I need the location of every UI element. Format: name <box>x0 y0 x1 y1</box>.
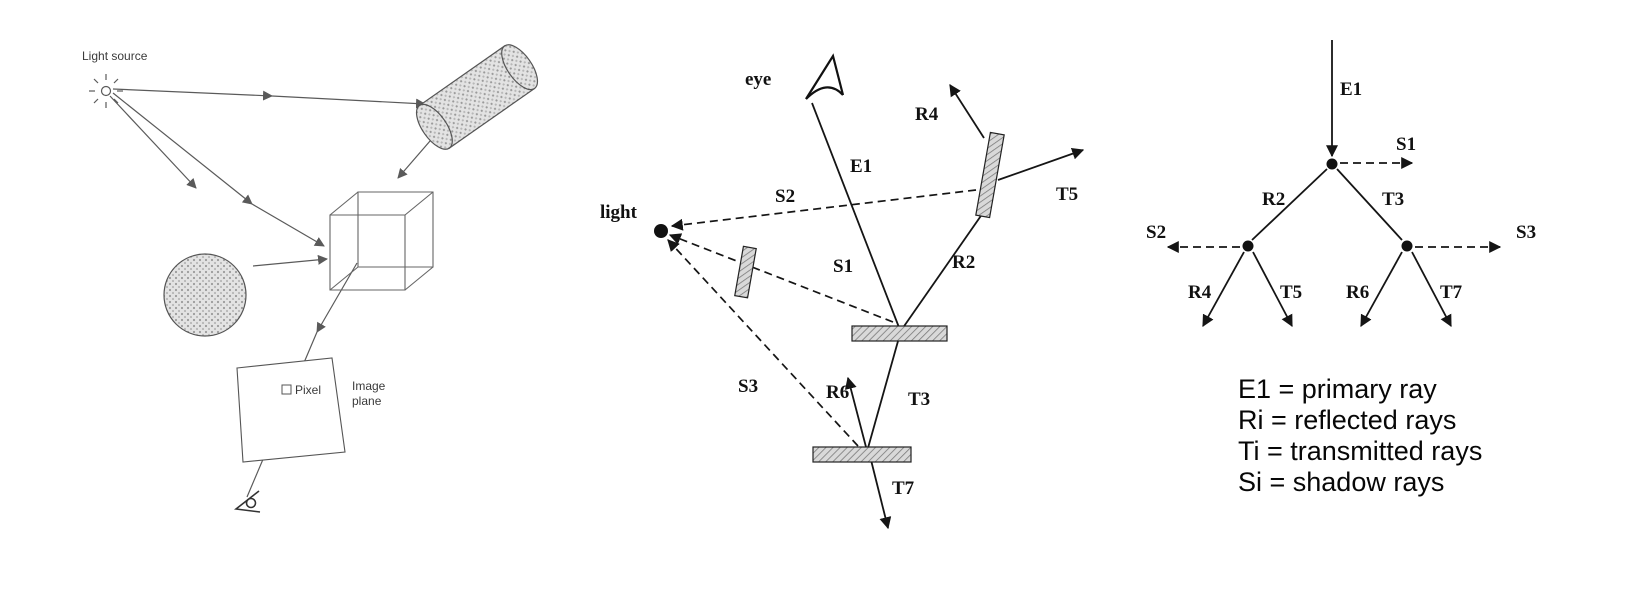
surface-1 <box>851 325 948 342</box>
surface-2 <box>812 446 912 463</box>
image-plane-label-line1: Image <box>352 379 386 393</box>
tree-label-r2: R2 <box>1262 189 1285 210</box>
ray-light-to-cylinder-b <box>271 95 426 109</box>
ray-s1 <box>668 233 894 323</box>
pixel-square <box>281 384 292 395</box>
sphere <box>163 253 247 337</box>
ray-light-to-cylinder-a <box>112 88 273 101</box>
label-s2: S2 <box>775 186 795 207</box>
ray-e1 <box>811 102 901 331</box>
ray-tree-panel: E1 S1 R2 T3 S2 S3 R4 T5 R6 T7 E1 = prima… <box>1146 40 1536 497</box>
scene-panel: Light source <box>82 44 539 513</box>
ray-light-to-cube-a <box>112 92 253 205</box>
tree-edge-t3 <box>1336 168 1403 241</box>
ray-t3 <box>867 333 901 449</box>
tree-node-left <box>1242 240 1254 252</box>
ray-r2 <box>899 209 986 333</box>
legend-line-transmitted: Ti = transmitted rays <box>1238 436 1482 466</box>
ray-sphere-to-cube <box>252 254 328 267</box>
legend-line-primary: E1 = primary ray <box>1238 374 1437 404</box>
light-label: light <box>600 202 638 223</box>
ray-diagram-panel: eye light E1 S2 S1 S3 R2 R4 T5 T3 <box>600 53 1085 530</box>
tree-edge-t5 <box>1252 251 1293 328</box>
label-r2: R2 <box>952 252 975 273</box>
viewer-eye-icon <box>233 490 261 513</box>
tree-node-root <box>1326 158 1338 170</box>
ray-s3 <box>667 239 859 447</box>
light-source-icon <box>89 74 123 108</box>
label-t3: T3 <box>908 389 930 410</box>
tree-edge-r4 <box>1202 251 1245 328</box>
light-source-label: Light source <box>82 49 148 63</box>
cube <box>329 191 434 291</box>
legend-line-reflected: Ri = reflected rays <box>1238 405 1456 435</box>
tree-label-r4: R4 <box>1188 282 1212 303</box>
tree-label-s1: S1 <box>1396 134 1416 155</box>
eye-icon <box>805 53 845 100</box>
ray-light-to-sphere <box>109 95 197 189</box>
label-e1: E1 <box>850 156 872 177</box>
tree-edge-r2 <box>1251 168 1328 241</box>
tree-node-right <box>1401 240 1413 252</box>
tree-label-e1: E1 <box>1340 79 1362 100</box>
ray-t5 <box>997 147 1085 181</box>
legend-line-shadow: Si = shadow rays <box>1238 467 1444 497</box>
ray-r6 <box>844 376 867 448</box>
light-point <box>654 224 668 238</box>
ray-light-to-cube-b <box>251 203 325 247</box>
ray-t7 <box>868 451 892 530</box>
tree-label-t5: T5 <box>1280 282 1302 303</box>
surface-3 <box>975 131 1005 219</box>
label-t7: T7 <box>892 478 915 499</box>
eye-label: eye <box>745 69 771 90</box>
tree-label-t3: T3 <box>1382 189 1404 210</box>
label-r4: R4 <box>915 104 939 125</box>
label-s3: S3 <box>738 376 758 397</box>
image-plane: Pixel Image plane <box>236 357 386 463</box>
legend: E1 = primary ray Ri = reflected rays Ti … <box>1238 374 1482 497</box>
label-r6: R6 <box>826 382 849 403</box>
tree-label-s3: S3 <box>1516 222 1536 243</box>
label-s1: S1 <box>833 256 853 277</box>
tree-edge-t7 <box>1411 251 1452 328</box>
tree-label-r6: R6 <box>1346 282 1369 303</box>
pixel-label: Pixel <box>295 383 321 397</box>
label-t5: T5 <box>1056 184 1078 205</box>
ray-cube-to-image-plane <box>316 262 358 333</box>
image-plane-label-line2: plane <box>352 394 382 408</box>
tree-edge-r6 <box>1360 251 1403 328</box>
ray-r4 <box>949 83 985 139</box>
tree-label-s2: S2 <box>1146 222 1166 243</box>
tree-label-t7: T7 <box>1440 282 1463 303</box>
ray-s2 <box>670 189 977 231</box>
occluder-surface <box>734 245 757 299</box>
cylinder <box>415 44 539 150</box>
